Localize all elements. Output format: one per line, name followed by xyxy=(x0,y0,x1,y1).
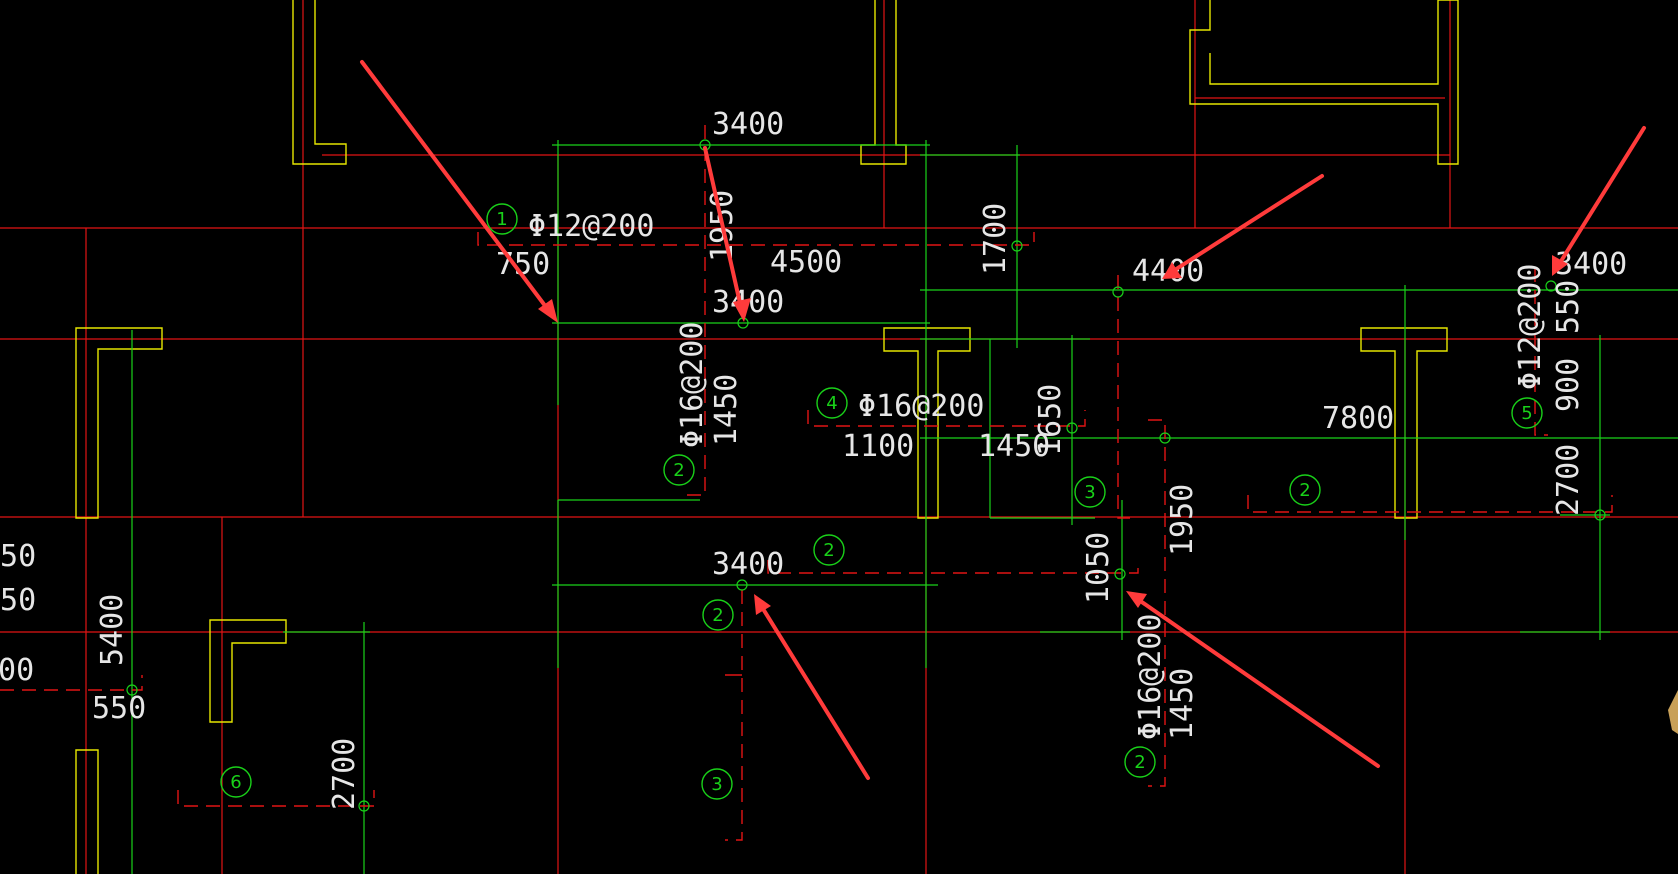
rebar-label-2a: Φ16@200 xyxy=(675,322,710,448)
dim-900: 900 xyxy=(1551,358,1586,412)
svg-text:2: 2 xyxy=(823,540,834,561)
dimension-labels: 3400 1950 4500 750 3400 1700 4400 3400 5… xyxy=(0,107,1627,810)
svg-text:1: 1 xyxy=(496,209,507,230)
bar-tag-2c: 2 xyxy=(813,534,845,566)
dim-1100: 1100 xyxy=(842,429,914,464)
dim-200: 200 xyxy=(0,653,34,688)
bar-tags: 1 2 4 5 3 2 2 2 2 3 6 xyxy=(220,203,1543,800)
wall-t-center xyxy=(883,327,971,519)
rebar-2-vertical-a xyxy=(686,125,706,496)
dim-550-right: 550 xyxy=(1551,280,1586,334)
dim-3400-top: 3400 xyxy=(712,107,784,142)
wall-bottom-l xyxy=(209,619,287,723)
rebar-label-4: Φ16@200 xyxy=(858,389,984,424)
bar-tag-3b: 3 xyxy=(701,768,733,800)
rebar-2-bottom-right xyxy=(1247,495,1613,513)
dimension-lines xyxy=(131,140,1678,874)
svg-text:3: 3 xyxy=(1084,482,1095,503)
arrow-1 xyxy=(360,60,558,323)
dim-150-a: 150 xyxy=(0,539,36,574)
dim-1450-c: 1450 xyxy=(1165,668,1200,740)
dim-1050: 1050 xyxy=(1081,532,1116,604)
bar-tag-2b: 2 xyxy=(1289,474,1321,506)
rebar-4 xyxy=(807,410,1086,427)
bar-tag-4: 4 xyxy=(816,387,848,419)
wall-t-right xyxy=(1360,327,1448,519)
rebar-left-200 xyxy=(0,675,143,691)
dim-1950-b: 1950 xyxy=(1165,484,1200,556)
svg-text:4: 4 xyxy=(826,393,837,414)
rebar-6 xyxy=(177,790,375,807)
arrow-4 xyxy=(1552,126,1646,276)
cursor-fragment-icon xyxy=(1668,690,1678,734)
rebar-1 xyxy=(477,232,1035,246)
bar-tag-2d: 2 xyxy=(702,599,734,631)
wall-left-l xyxy=(75,327,163,519)
bar-tag-3a: 3 xyxy=(1074,476,1106,508)
dim-1700: 1700 xyxy=(978,203,1013,275)
dimension-nodes xyxy=(126,139,1606,812)
dim-7800: 7800 xyxy=(1322,401,1394,436)
rebar-2-vertical-b xyxy=(1148,419,1166,787)
dim-3400-low: 3400 xyxy=(712,547,784,582)
svg-text:5: 5 xyxy=(1521,403,1532,424)
rebar-label-2b: Φ16@200 xyxy=(1133,614,1168,740)
bar-tag-1: 1 xyxy=(486,203,518,235)
arrow-2 xyxy=(703,146,751,322)
svg-text:3: 3 xyxy=(711,774,722,795)
rebar-label-1: Φ12@200 xyxy=(528,209,654,244)
arrow-3 xyxy=(1162,174,1324,279)
dim-550-left: 550 xyxy=(92,691,146,726)
bar-tag-2e: 2 xyxy=(1124,746,1156,778)
rebar-2-mid xyxy=(767,560,1139,574)
dim-1450-b: 1450 xyxy=(978,429,1050,464)
rebar-5 xyxy=(1534,268,1548,436)
svg-text:2: 2 xyxy=(1299,480,1310,501)
svg-text:2: 2 xyxy=(673,460,684,481)
rebar-lines xyxy=(0,125,1613,841)
svg-text:2: 2 xyxy=(712,605,723,626)
svg-text:2: 2 xyxy=(1134,752,1145,773)
rebar-label-5: Φ12@200 xyxy=(1513,264,1548,390)
wall-top-right xyxy=(1189,0,1459,165)
bar-tag-5: 5 xyxy=(1511,397,1543,429)
rebar-labels: Φ12@200 Φ16@200 Φ16@200 Φ12@200 Φ16@200 xyxy=(528,209,1548,740)
wall-bottom-left-stub xyxy=(75,749,99,874)
bar-tag-2a: 2 xyxy=(663,454,695,486)
svg-text:6: 6 xyxy=(230,772,241,793)
arrow-6 xyxy=(1126,591,1380,768)
arrow-5 xyxy=(754,594,870,780)
dim-2700-right: 2700 xyxy=(1551,444,1586,516)
dim-4500: 4500 xyxy=(770,245,842,280)
dim-1450-a: 1450 xyxy=(709,374,744,446)
wall-top-left xyxy=(292,0,347,165)
dim-2700-left: 2700 xyxy=(327,738,362,810)
dim-5400: 5400 xyxy=(95,594,130,666)
rebar-3-right xyxy=(1117,275,1130,519)
dim-1650: 1650 xyxy=(1033,384,1068,456)
rebar-3-bottom xyxy=(725,590,743,841)
bar-tag-6: 6 xyxy=(220,766,252,798)
annotation-arrows xyxy=(360,60,1646,780)
dim-150-b: 150 xyxy=(0,583,36,618)
